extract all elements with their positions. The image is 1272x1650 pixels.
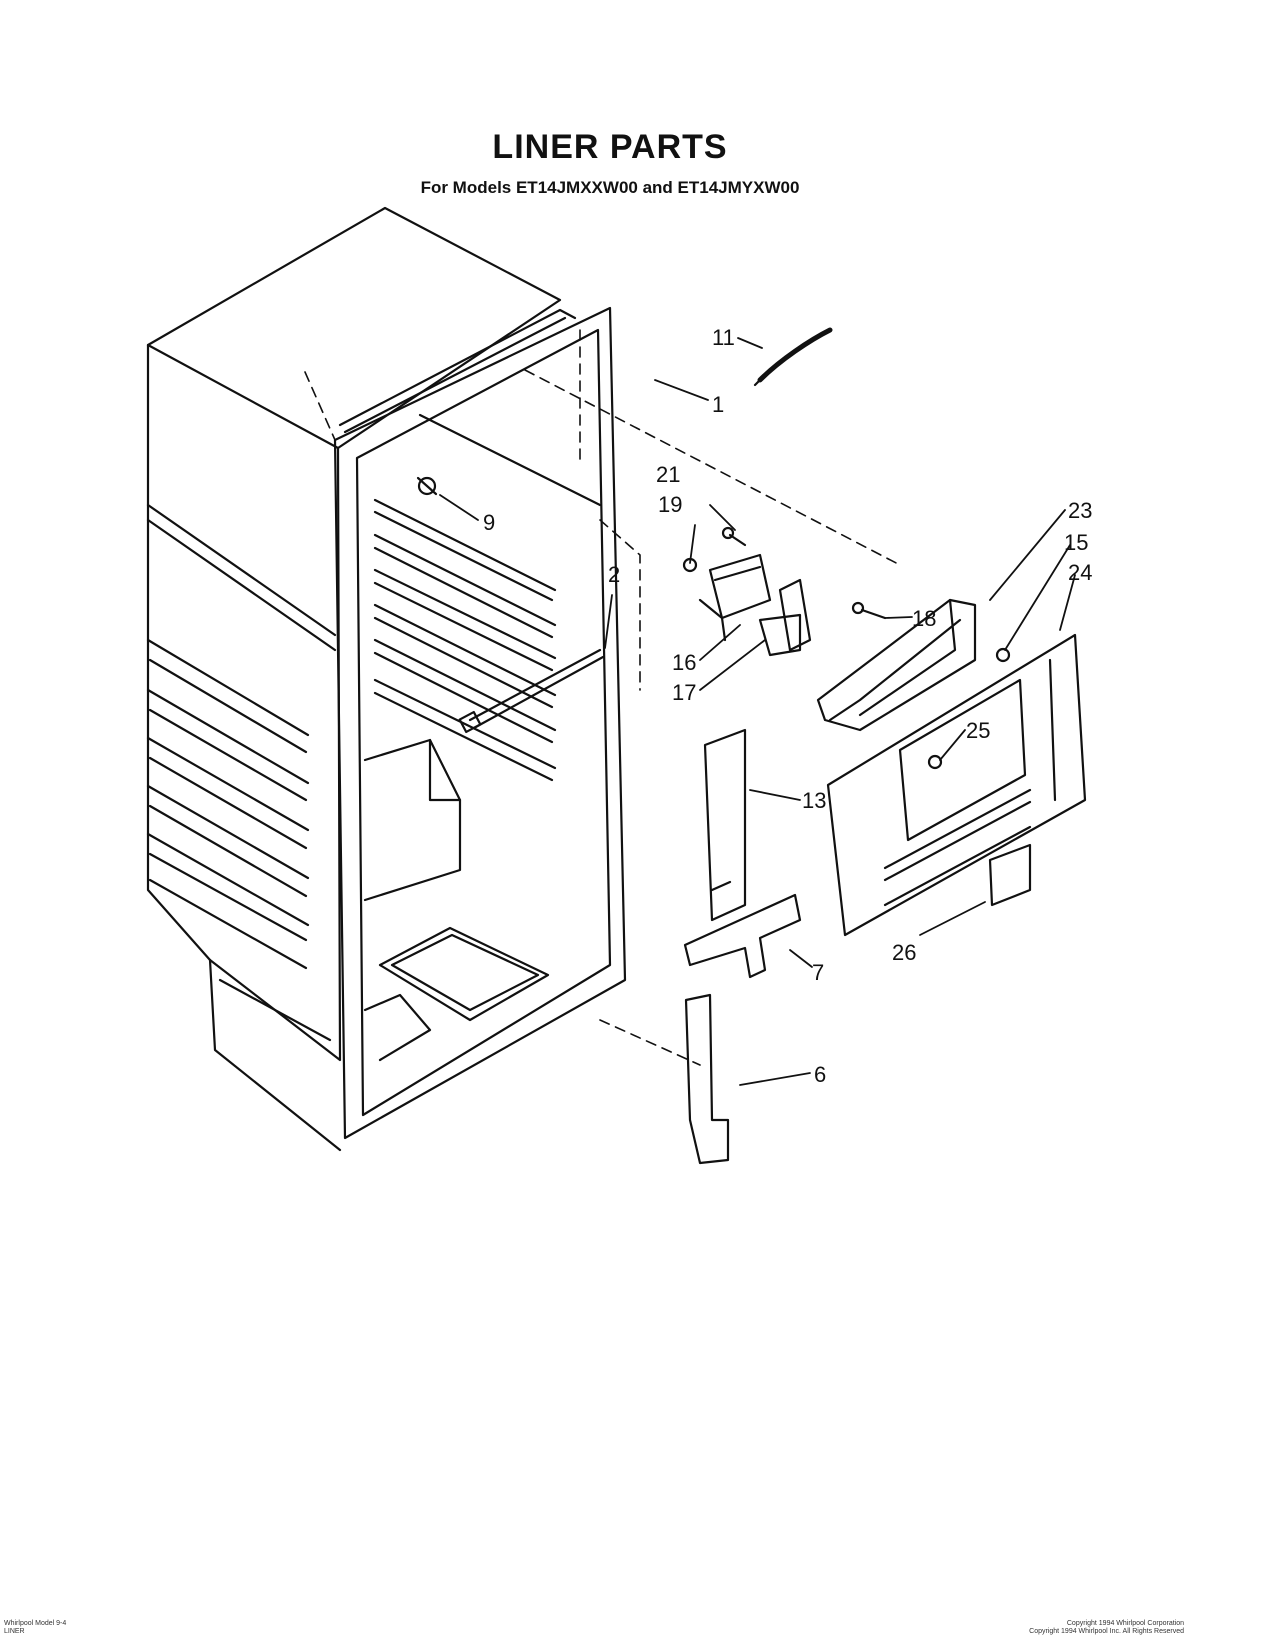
callout-25: 25 bbox=[966, 718, 990, 743]
callout-23: 23 bbox=[1068, 498, 1092, 523]
part-6-strip bbox=[684, 993, 730, 1165]
callout-26: 26 bbox=[892, 940, 916, 965]
part-16-fan-motor bbox=[698, 553, 772, 642]
footer-left-line2: LINER bbox=[4, 1628, 25, 1635]
footer-right: Copyright 1994 Whirlpool Corporation Cop… bbox=[1029, 1620, 1184, 1636]
callout-2: 2 bbox=[608, 562, 620, 587]
callout-17: 17 bbox=[672, 680, 696, 705]
callout-15: 15 bbox=[1064, 530, 1088, 555]
callout-18: 18 bbox=[912, 606, 936, 631]
callout-24: 24 bbox=[1068, 560, 1092, 585]
callout-13: 13 bbox=[802, 788, 826, 813]
leader-lines bbox=[439, 337, 1076, 1086]
part-13-duct bbox=[703, 728, 747, 922]
part-24-evaporator-cover bbox=[826, 633, 1087, 937]
callout-21: 21 bbox=[656, 462, 680, 487]
part-21-screw bbox=[721, 526, 747, 547]
part-17-fan-blade bbox=[758, 578, 812, 657]
footer-right-line2: Copyright 1994 Whirlpool Inc. All Rights… bbox=[1029, 1628, 1184, 1635]
callout-19: 19 bbox=[658, 492, 682, 517]
part-7-bracket bbox=[683, 893, 802, 979]
part-26-plate bbox=[988, 843, 1032, 907]
callout-11: 11 bbox=[712, 325, 735, 350]
footer-left-line1: Whirlpool Model 9-4 bbox=[4, 1620, 67, 1627]
callout-6: 6 bbox=[814, 1062, 826, 1087]
part-18-screw bbox=[851, 601, 887, 620]
footer-left: Whirlpool Model 9-4 LINER bbox=[4, 1620, 66, 1636]
page-title: LINER PARTS bbox=[492, 128, 728, 166]
page-subtitle: For Models ET14JMXXW00 and ET14JMYXW00 bbox=[420, 178, 800, 197]
part-2-rod bbox=[458, 648, 605, 734]
callout-1: 1 bbox=[712, 392, 724, 417]
part-9-clip bbox=[416, 476, 438, 496]
callout-9: 9 bbox=[483, 510, 495, 535]
part-25-screw bbox=[927, 754, 943, 770]
part-23-shroud bbox=[816, 598, 977, 732]
part-11-wire bbox=[753, 327, 833, 387]
callout-labels: 11 1 9 21 19 2 23 15 24 18 16 17 25 13 7… bbox=[483, 325, 1092, 1087]
part-15-screw bbox=[995, 647, 1011, 663]
callout-7: 7 bbox=[812, 960, 824, 985]
footer-right-line1: Copyright 1994 Whirlpool Corporation bbox=[1066, 1620, 1184, 1627]
liner-cabinet bbox=[146, 206, 901, 1152]
callout-16: 16 bbox=[672, 650, 696, 675]
